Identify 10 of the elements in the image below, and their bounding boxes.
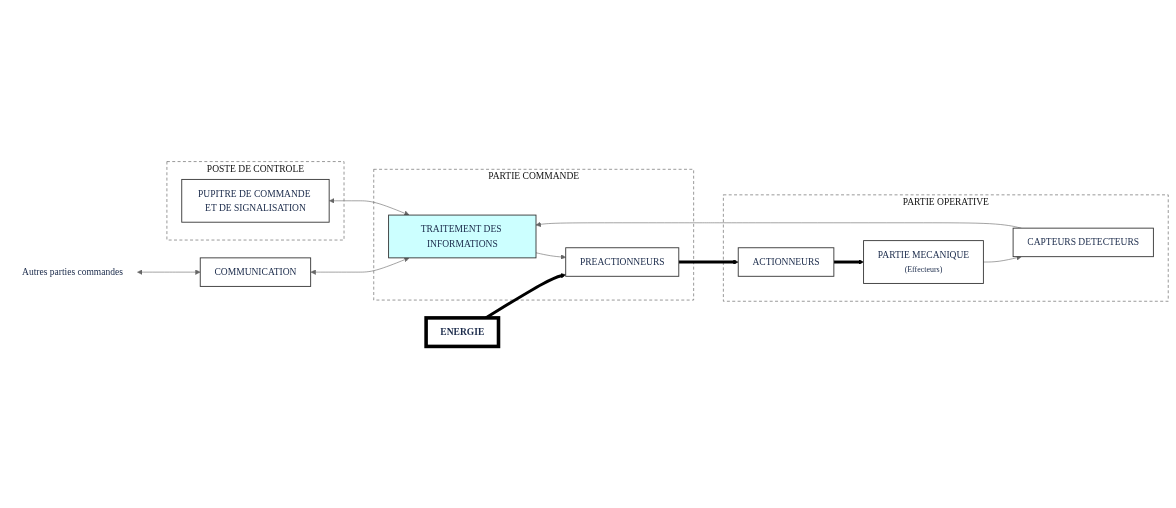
arrow bbox=[678, 259, 739, 265]
node-box: TRAITEMENT DES INFORMATIONS bbox=[388, 214, 537, 259]
node-box: COMMUNICATION bbox=[199, 257, 312, 287]
node-box: ENERGIE bbox=[424, 316, 501, 349]
node-text: Autres parties commandes bbox=[22, 266, 123, 277]
node-box: PUPITRE DE COMMANDE ET DE SIGNALISATION bbox=[181, 178, 330, 223]
node-box: PREACTIONNEURS bbox=[565, 247, 680, 277]
arrow bbox=[833, 259, 864, 265]
node-box: CAPTEURS DETECTEURS bbox=[1012, 227, 1154, 258]
node-box: ACTIONNEURS bbox=[737, 247, 835, 277]
